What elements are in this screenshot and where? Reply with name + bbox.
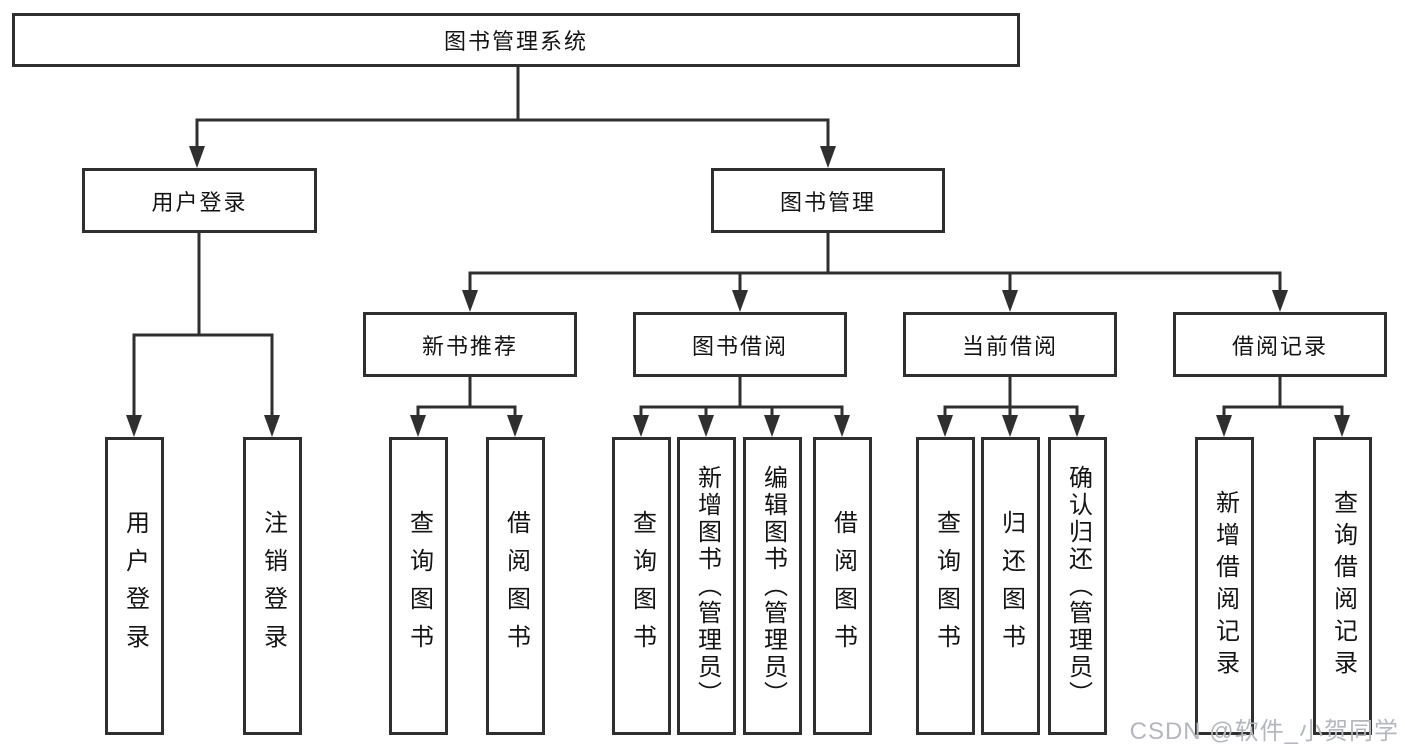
node-book-borrow-label: 图书借阅 [691, 333, 788, 359]
node-user-login-label: 用户登录 [151, 189, 248, 215]
node-book-management-label: 图书管理 [779, 189, 876, 215]
csdn-watermark: CSDN @软件_小贺同学 [1129, 718, 1399, 745]
leaf-borrow-books: 借阅图书 [813, 437, 872, 735]
leaf-confirm-return-admin: 确认归还（管理员） [1048, 437, 1107, 735]
leaf-user-login: 用户登录 [105, 437, 164, 735]
leaf-logout: 注销登录 [243, 437, 302, 735]
node-borrow-records-label: 借阅记录 [1231, 333, 1328, 359]
leaf-return-books: 归还图书 [981, 437, 1040, 735]
leaf-query-books-borrow: 查询图书 [612, 437, 671, 735]
node-user-login: 用户登录 [82, 168, 317, 233]
leaf-add-borrow-record: 新增借阅记录 [1195, 437, 1254, 735]
leaf-add-books-admin: 新增图书（管理员） [677, 437, 736, 735]
leaf-query-books-current: 查询图书 [916, 437, 975, 735]
node-book-borrow: 图书借阅 [633, 312, 847, 377]
leaf-borrow-books-recommend: 借阅图书 [486, 437, 545, 735]
node-current-borrow: 当前借阅 [903, 312, 1117, 377]
node-new-book-recommend-label: 新书推荐 [421, 333, 518, 359]
node-current-borrow-label: 当前借阅 [961, 333, 1058, 359]
node-root-label: 图书管理系统 [443, 29, 588, 54]
node-book-management: 图书管理 [711, 168, 945, 233]
leaf-edit-books-admin: 编辑图书（管理员） [743, 437, 802, 735]
node-root-system: 图书管理系统 [12, 13, 1020, 67]
node-borrow-records: 借阅记录 [1173, 312, 1387, 377]
leaf-query-books-recommend: 查询图书 [389, 437, 448, 735]
leaf-query-borrow-record: 查询借阅记录 [1313, 437, 1372, 735]
node-new-book-recommend: 新书推荐 [363, 312, 577, 377]
